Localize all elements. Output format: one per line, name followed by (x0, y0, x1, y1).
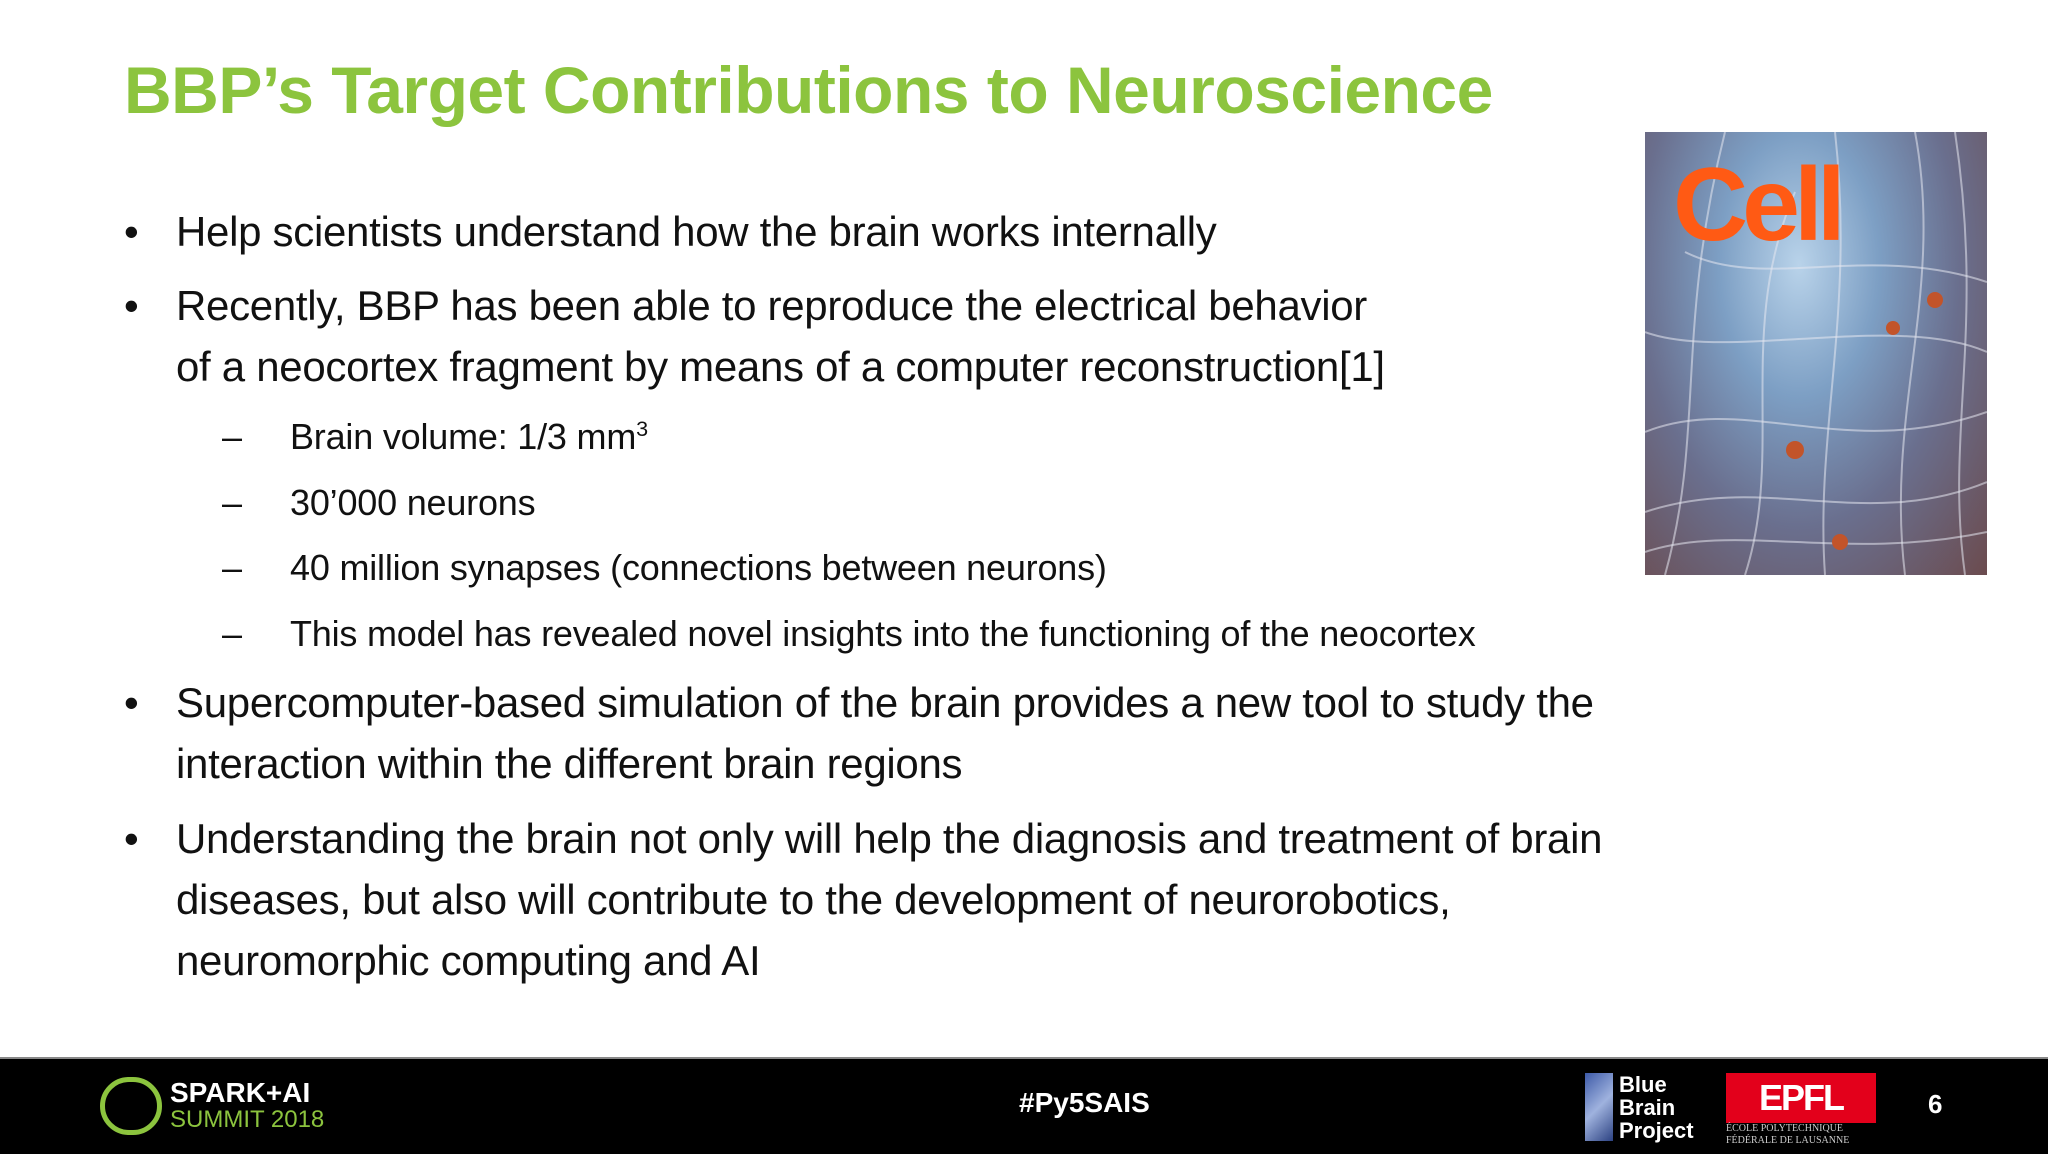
bullet-icon: • (124, 208, 139, 255)
sub-bullet-label: Brain volume: 1/3 mm (290, 416, 637, 457)
cell-journal-cover-image: Cell (1645, 132, 1987, 575)
sub-bullet-text: 30’000 neurons (290, 482, 536, 523)
bbp-label: Blue (1619, 1072, 1667, 1097)
blue-brain-project-logo: Blue Brain Project (1585, 1073, 1694, 1142)
spark-ai-logo-icon (100, 1077, 162, 1135)
bullet-text: Supercomputer-based simulation of the br… (176, 679, 1594, 726)
bullet-text: Recently, BBP has been able to reproduce… (176, 282, 1367, 329)
summit-label: SUMMIT 2018 (170, 1106, 325, 1133)
page-number: 6 (1928, 1089, 1943, 1119)
dash-icon: – (222, 416, 243, 457)
footer-bar: SPARK+AI SUMMIT 2018 #Py5SAIS Blue Brain… (0, 1057, 2048, 1154)
epfl-mark: EPFL (1726, 1073, 1876, 1123)
bullet-text: Understanding the brain not only will he… (176, 815, 1603, 862)
bullet-icon: • (124, 282, 139, 329)
bullet-text: neuromorphic computing and AI (176, 937, 761, 984)
dash-icon: – (222, 547, 243, 588)
epfl-subtitle: ÉCOLE POLYTECHNIQUE (1726, 1123, 1844, 1134)
bbp-label: Brain (1619, 1095, 1676, 1120)
sub-bullet-text: This model has revealed novel insights i… (290, 613, 1476, 654)
dash-icon: – (222, 613, 243, 654)
bullet-icon: • (124, 679, 139, 726)
spark-ai-label: SPARK+AI (170, 1077, 311, 1108)
sub-bullet-text: Brain volume: 1/3 mm3 (290, 416, 648, 458)
epfl-logo: EPFL ÉCOLE POLYTECHNIQUE FÉDÉRALE DE LAU… (1726, 1073, 1876, 1147)
blue-brain-icon (1585, 1073, 1613, 1141)
bbp-label: Project (1619, 1118, 1694, 1143)
spark-ai-summit-logo: SPARK+AI SUMMIT 2018 (100, 1077, 324, 1135)
epfl-subtitle: FÉDÉRALE DE LAUSANNE (1726, 1135, 1850, 1146)
bullet-text: Help scientists understand how the brain… (176, 208, 1217, 255)
dash-icon: – (222, 482, 243, 523)
superscript: 3 (636, 416, 648, 441)
slide-title: BBP’s Target Contributions to Neuroscien… (124, 53, 1493, 127)
bullet-text: interaction within the different brain r… (176, 740, 963, 787)
sub-bullet-text: 40 million synapses (connections between… (290, 547, 1107, 588)
cell-logo: Cell (1673, 147, 1846, 263)
neuron-texture (1645, 132, 1987, 575)
bullet-text: of a neocortex fragment by means of a co… (176, 343, 1385, 390)
hashtag: #Py5SAIS (1019, 1087, 1150, 1118)
bullet-text: diseases, but also will contribute to th… (176, 876, 1451, 923)
bullet-icon: • (124, 815, 139, 862)
